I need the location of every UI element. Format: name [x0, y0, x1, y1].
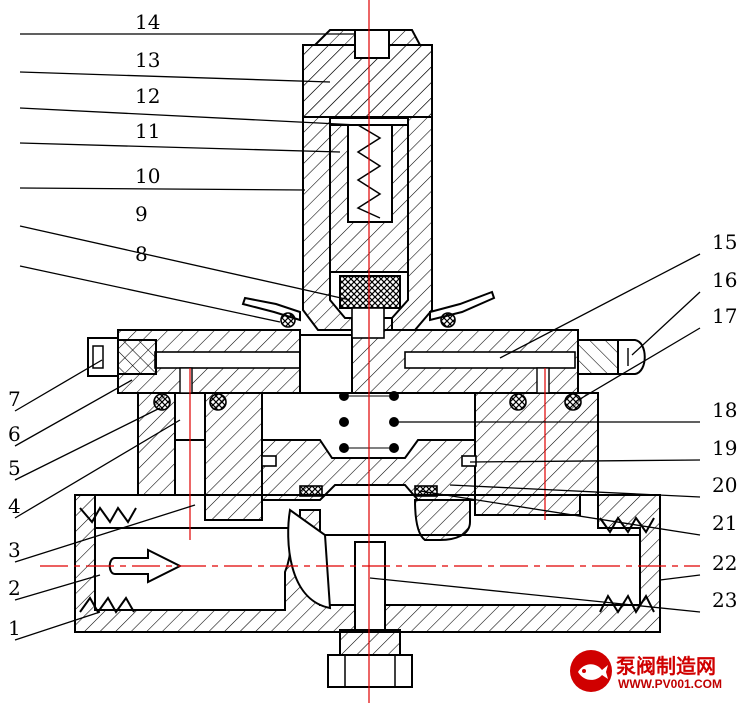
label-3: 3 — [8, 538, 21, 562]
label-13: 13 — [135, 48, 160, 72]
center-lines — [40, 0, 700, 703]
leader-lines — [14, 33, 701, 641]
label-10: 10 — [135, 164, 160, 188]
label-22: 22 — [712, 551, 737, 575]
label-12: 12 — [135, 84, 160, 108]
part-number-labels: 14 13 12 11 10 9 8 7 6 5 4 3 2 1 15 16 1… — [8, 10, 737, 640]
label-17: 17 — [712, 304, 737, 328]
valve-body — [74, 494, 661, 688]
label-19: 19 — [712, 436, 737, 460]
fish-logo-icon — [570, 650, 612, 692]
label-4: 4 — [8, 494, 21, 518]
label-23: 23 — [712, 588, 737, 612]
label-18: 18 — [712, 398, 737, 422]
label-7: 7 — [8, 387, 21, 411]
label-6: 6 — [8, 422, 21, 446]
label-9: 9 — [135, 202, 148, 226]
label-11: 11 — [135, 119, 160, 143]
label-1: 1 — [8, 616, 21, 640]
label-21: 21 — [712, 511, 737, 535]
watermark-url: WWW.PV001.COM — [618, 677, 723, 691]
watermark-brand: 泵阀制造网 — [616, 654, 716, 678]
label-2: 2 — [8, 576, 21, 600]
label-8: 8 — [135, 242, 148, 266]
label-16: 16 — [712, 268, 737, 292]
seat-housing — [137, 391, 599, 541]
label-20: 20 — [712, 473, 737, 497]
label-5: 5 — [8, 456, 21, 480]
watermark-logo: 泵阀制造网 WWW.PV001.COM — [566, 646, 746, 698]
label-15: 15 — [712, 230, 737, 254]
label-14: 14 — [135, 10, 160, 34]
